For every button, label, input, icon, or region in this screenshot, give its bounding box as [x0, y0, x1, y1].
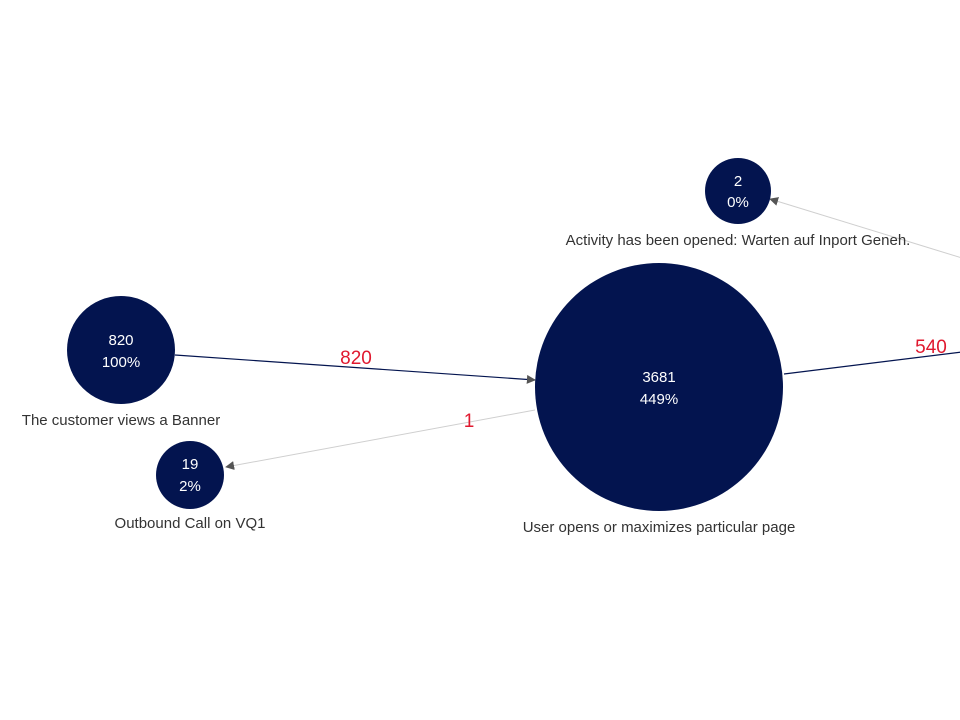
- node-activity-label: Activity has been opened: Warten auf Inp…: [566, 232, 911, 249]
- node-page-percent: 449%: [640, 391, 678, 408]
- edge-offscreen-to-activity[interactable]: [769, 197, 960, 258]
- node-banner[interactable]: 820 100% The customer views a Banner: [22, 296, 220, 429]
- node-banner-circle[interactable]: [67, 296, 175, 404]
- edge-label-page-to-outbound: 1: [464, 411, 475, 432]
- node-page-label: User opens or maximizes particular page: [523, 519, 796, 536]
- node-banner-count: 820: [108, 332, 133, 349]
- node-activity[interactable]: 2 0% Activity has been opened: Warten au…: [566, 158, 911, 249]
- node-outbound-circle[interactable]: [156, 441, 224, 509]
- edge-page-to-offscreen[interactable]: [783, 351, 960, 375]
- edge-page-to-outbound[interactable]: [225, 409, 536, 470]
- node-activity-circle[interactable]: [705, 158, 771, 224]
- node-outbound-percent: 2%: [179, 478, 201, 495]
- node-banner-percent: 100%: [102, 354, 140, 371]
- edge-label-banner-to-page: 820: [340, 348, 372, 369]
- node-outbound[interactable]: 19 2% Outbound Call on VQ1: [115, 441, 266, 532]
- edges: 820 1 540: [174, 197, 960, 470]
- edge-label-page-to-offscreen: 540: [915, 337, 947, 358]
- node-banner-label: The customer views a Banner: [22, 412, 220, 429]
- edge-banner-to-page[interactable]: [174, 354, 536, 384]
- node-activity-percent: 0%: [727, 194, 749, 211]
- node-page[interactable]: 3681 449% User opens or maximizes partic…: [523, 263, 796, 536]
- node-outbound-label: Outbound Call on VQ1: [115, 515, 266, 532]
- node-activity-count: 2: [734, 173, 742, 190]
- node-outbound-count: 19: [182, 456, 199, 473]
- node-page-count: 3681: [642, 369, 675, 386]
- node-page-circle[interactable]: [535, 263, 783, 511]
